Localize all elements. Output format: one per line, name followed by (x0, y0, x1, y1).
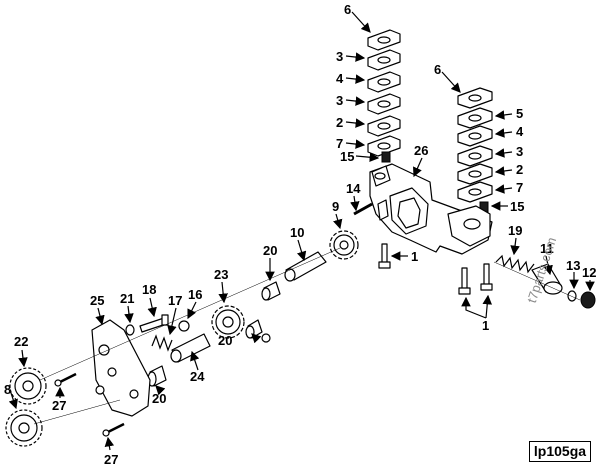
callout-15-left: 15 (340, 149, 354, 164)
callout-9: 9 (332, 199, 339, 214)
callout-17: 17 (168, 293, 182, 308)
bolt-1-lower-b (480, 263, 493, 291)
callout-6-left: 6 (344, 2, 351, 17)
shim-2-left (367, 115, 401, 137)
callout-27-upper: 27 (52, 398, 66, 413)
shim-4-right (457, 125, 493, 147)
cap-12 (580, 291, 596, 309)
callout-6-right: 6 (434, 62, 441, 77)
ball-16 (178, 320, 190, 332)
callout-2-right: 2 (516, 162, 523, 177)
callout-16: 16 (188, 287, 202, 302)
bolt-1-upper (378, 243, 391, 269)
callout-27-lower: 27 (104, 452, 118, 467)
screw-27-lower (102, 422, 125, 437)
shim-2-right (457, 163, 493, 185)
callout-3-upper-left: 3 (336, 49, 343, 64)
shim-5-right (457, 107, 493, 129)
callout-8: 8 (4, 382, 11, 397)
gear-22 (9, 367, 47, 405)
callout-24: 24 (190, 369, 205, 384)
plug-15-left (381, 151, 391, 163)
diagram-code-label: lp105ga (529, 441, 591, 462)
callout-25: 25 (90, 293, 104, 308)
callout-23: 23 (214, 267, 228, 282)
pump-body-26 (369, 163, 493, 255)
callout-1-upper: 1 (411, 249, 418, 264)
callout-22: 22 (14, 334, 28, 349)
leader-arrows (8, 11, 595, 451)
bushing-20-lower (147, 365, 167, 387)
callout-2-left: 2 (336, 115, 343, 130)
callout-21: 21 (120, 291, 134, 306)
callout-20-upper: 20 (263, 243, 277, 258)
right-shim-stack (457, 87, 493, 213)
gasket-6-left (367, 29, 401, 51)
shim-4-left (367, 71, 401, 93)
callout-26: 26 (414, 143, 428, 158)
callout-11: 11 (540, 241, 554, 256)
screw-18 (139, 314, 169, 333)
callout-labels: 6 3 4 3 2 7 15 6 5 4 3 2 7 15 26 1 1 14 … (4, 2, 596, 467)
washer-21 (125, 324, 135, 336)
bolt-1-lower-a (458, 267, 471, 295)
callout-20-mid: 20 (218, 333, 232, 348)
spring-19 (495, 254, 535, 274)
gear-8 (5, 409, 43, 447)
callout-15-right: 15 (510, 199, 524, 214)
screw-27-upper (54, 372, 77, 387)
callout-19: 19 (508, 223, 522, 238)
bushing-20-upper (261, 281, 281, 301)
left-shim-stack (367, 29, 401, 163)
callout-4-left: 4 (336, 71, 344, 86)
callout-12: 12 (582, 265, 596, 280)
callout-18: 18 (142, 282, 156, 297)
callout-3-lower-left: 3 (336, 93, 343, 108)
shim-7-left (367, 135, 401, 157)
pin-14 (353, 202, 373, 216)
cover-plate-25 (91, 319, 151, 417)
spring-17 (151, 334, 173, 352)
callout-10: 10 (290, 225, 304, 240)
shaft-10 (284, 251, 327, 282)
callout-1-lower: 1 (482, 318, 489, 333)
callout-14: 14 (346, 181, 361, 196)
washer-29 (261, 333, 271, 343)
callout-5: 5 (516, 106, 523, 121)
callout-4-right: 4 (516, 124, 524, 139)
gear-23 (211, 305, 245, 339)
callout-7-left: 7 (336, 136, 343, 151)
gear-9 (329, 230, 359, 260)
callout-20-lower: 20 (152, 391, 166, 406)
callout-7-right: 7 (516, 180, 523, 195)
gasket-6-right (457, 87, 493, 109)
shim-3-right (457, 145, 493, 167)
shim-3-lower-left (367, 93, 401, 115)
shim-7-right (457, 181, 493, 203)
shaft-24 (170, 333, 211, 363)
callout-13: 13 (566, 258, 580, 273)
callout-3-right: 3 (516, 144, 523, 159)
o-ring-13 (567, 290, 577, 302)
shim-3-upper-left (367, 49, 401, 71)
